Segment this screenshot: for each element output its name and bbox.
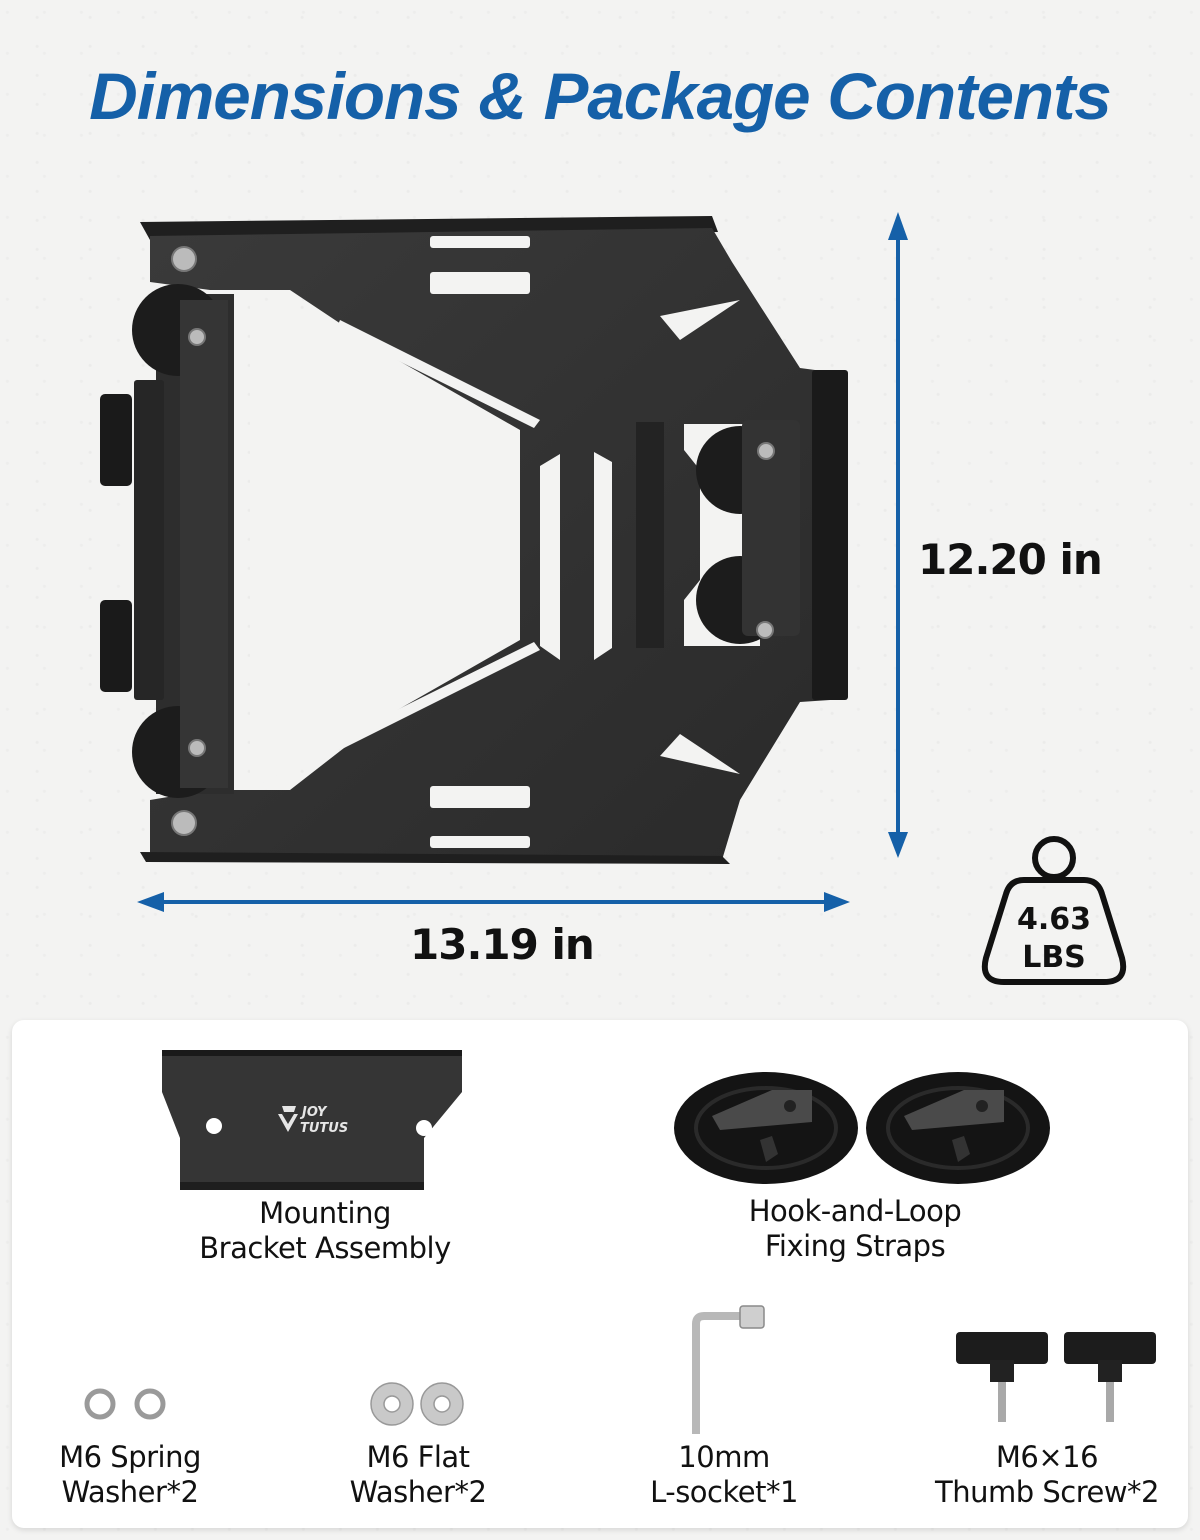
- thumb-screw-icon: [956, 1330, 1166, 1430]
- package-item-flat-washer: M6 Flat Washer*2: [349, 1440, 487, 1509]
- weight-icon: [981, 836, 1127, 985]
- package-item-mounting-bracket: Mounting Bracket Assembly: [199, 1196, 451, 1265]
- strap-icon: [672, 1068, 1052, 1192]
- package-item-straps: Hook-and-Loop Fixing Straps: [748, 1194, 962, 1263]
- weight-unit: LBS: [1022, 940, 1086, 975]
- flat-washer-icon: [368, 1380, 468, 1432]
- battery-mount-bracket-image: [90, 200, 870, 880]
- svg-text:JOY: JOY: [299, 1105, 328, 1120]
- page-title: Dimensions & Package Contents: [89, 59, 1112, 133]
- dimension-arrows: [137, 212, 908, 912]
- height-dimension-label: 12.20 in: [918, 535, 1103, 584]
- weight-value: 4.63: [1016, 902, 1092, 937]
- svg-text:TUTUS: TUTUS: [300, 1121, 348, 1136]
- package-item-l-socket: 10mm L-socket*1: [650, 1440, 798, 1509]
- spring-washer-icon: [82, 1386, 172, 1426]
- weight-badge: 4.63 LBS: [980, 836, 1128, 988]
- width-dimension-label: 13.19 in: [410, 920, 595, 969]
- l-socket-icon: [684, 1302, 774, 1438]
- package-contents-panel: JOY TUTUS Mounting Bracket Assembly Hook…: [12, 1020, 1188, 1528]
- package-item-thumb-screw: M6×16 Thumb Screw*2: [935, 1440, 1160, 1509]
- mounting-bracket-icon: JOY TUTUS: [162, 1050, 462, 1194]
- package-item-spring-washer: M6 Spring Washer*2: [59, 1440, 201, 1509]
